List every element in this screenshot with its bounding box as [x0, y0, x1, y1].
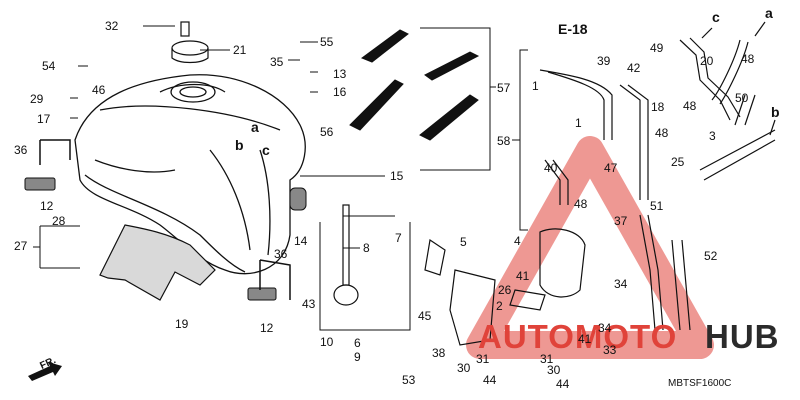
callout-1-lower: 1: [575, 116, 582, 130]
callout-1-upper: 1: [532, 79, 539, 93]
leader-lines: [33, 25, 528, 331]
connector-arrows: [701, 21, 776, 136]
callout-10: 10: [320, 335, 334, 349]
callout-46: 46: [92, 83, 106, 97]
callout-47: 47: [604, 161, 618, 175]
callout-30-right: 30: [547, 363, 561, 377]
letter-mark-a-hose: a: [765, 5, 773, 21]
callout-12-left: 12: [40, 199, 54, 213]
callout-49: 49: [650, 41, 664, 55]
letter-mark-c-tank: c: [262, 142, 270, 158]
callout-44-left: 44: [483, 373, 497, 387]
callout-6: 6: [354, 336, 361, 350]
watermark-text-part1: AUTOMOTO: [478, 318, 678, 355]
callout-41-lower: 41: [578, 332, 592, 346]
letter-mark-c-hose: c: [712, 9, 720, 25]
callout-12-right: 12: [260, 321, 274, 335]
callout-9: 9: [354, 350, 361, 364]
front-arrow-icon: [28, 362, 62, 381]
callout-34-upper: 34: [614, 277, 628, 291]
callout-48-right: 48: [683, 99, 697, 113]
fuel-cap: [171, 21, 209, 64]
callout-28: 28: [52, 214, 66, 228]
letter-mark-b-hose: b: [771, 104, 780, 120]
callout-25: 25: [671, 155, 685, 169]
callout-15: 15: [390, 169, 404, 183]
callout-4: 4: [514, 234, 521, 248]
callout-38: 38: [432, 346, 446, 360]
callout-31-left: 31: [476, 352, 490, 366]
callout-58: 58: [497, 134, 511, 148]
callout-32: 32: [105, 19, 119, 33]
callout-19: 19: [175, 317, 189, 331]
callout-44-right: 44: [556, 377, 570, 391]
callout-48-mid: 48: [574, 197, 588, 211]
callout-54: 54: [42, 59, 56, 73]
fuel-pump-assembly: [333, 204, 586, 346]
clamps: [39, 139, 291, 300]
callout-42: 42: [627, 61, 641, 75]
watermark-text-part2: HUB: [705, 318, 780, 355]
callout-29: 29: [30, 92, 44, 106]
callout-16: 16: [333, 85, 347, 99]
callout-43: 43: [302, 297, 316, 311]
callout-40: 40: [544, 161, 558, 175]
callout-5: 5: [460, 235, 467, 249]
callout-8: 8: [363, 241, 370, 255]
callout-48-top: 48: [741, 52, 755, 66]
hoses: [539, 37, 776, 331]
callout-50: 50: [735, 91, 749, 105]
callout-37: 37: [614, 214, 628, 228]
callout-14: 14: [294, 234, 308, 248]
callout-21: 21: [233, 43, 247, 57]
watermark-triangle: [466, 136, 714, 359]
callout-41-mid: 41: [516, 269, 530, 283]
callout-55: 55: [320, 35, 334, 49]
callout-36-left: 36: [14, 143, 28, 157]
ref-label: E-18: [558, 21, 588, 37]
rubber-mounts: [24, 177, 307, 301]
callout-34-lower: 34: [598, 321, 612, 335]
fuel-tank: [74, 74, 306, 275]
callout-51: 51: [650, 199, 664, 213]
callout-27: 27: [14, 239, 28, 253]
callout-20: 20: [700, 54, 714, 68]
callout-18: 18: [651, 100, 665, 114]
callout-3: 3: [709, 129, 716, 143]
callout-7: 7: [395, 231, 402, 245]
tank-pad: [99, 224, 216, 301]
callout-13: 13: [333, 67, 347, 81]
letter-mark-a-tank: a: [251, 119, 259, 135]
callout-30-left: 30: [457, 361, 471, 375]
diagram-code: MBTSF1600C: [668, 378, 732, 389]
letter-mark-b-tank: b: [235, 137, 244, 153]
callout-31-right: 31: [540, 352, 554, 366]
decal-stripes: [349, 29, 480, 141]
callout-56: 56: [320, 125, 334, 139]
callout-53: 53: [402, 373, 416, 387]
callout-52: 52: [704, 249, 718, 263]
callout-57: 57: [497, 81, 511, 95]
callout-48-lower: 48: [655, 126, 669, 140]
callout-33: 33: [603, 343, 617, 357]
callout-45: 45: [418, 309, 432, 323]
callout-26: 26: [498, 283, 512, 297]
callout-36-right: 36: [274, 247, 288, 261]
callout-2: 2: [496, 299, 503, 313]
callout-17: 17: [37, 112, 51, 126]
callout-35: 35: [270, 55, 284, 69]
callout-39: 39: [597, 54, 611, 68]
